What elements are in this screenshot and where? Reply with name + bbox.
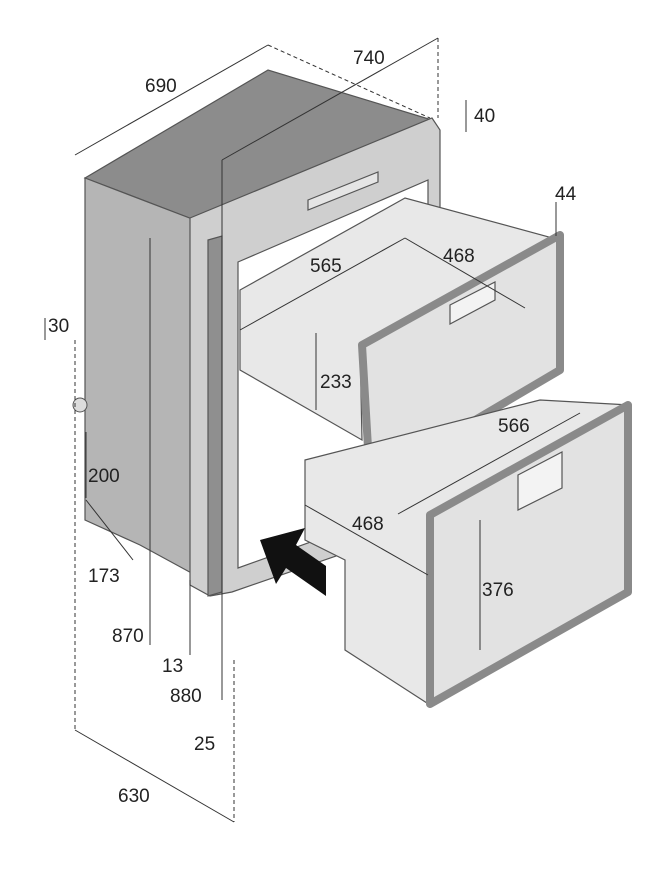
dim-depth-bottom: 630 [118,786,150,807]
lower-drawer-handle [517,451,563,511]
upper-drawer-front [358,231,564,486]
dim-body-height: 870 [112,626,144,647]
dim-frame-side: 44 [555,184,577,205]
dim-lower-drawer-width: 468 [352,514,384,535]
dim-lower-drawer-depth: 566 [498,416,530,437]
dimension-lines [44,37,581,823]
upper-drawer-handle [449,281,496,325]
insert-arrow-icon [260,528,326,596]
dim-total-height: 880 [170,686,202,707]
dim-depth-top: 690 [145,76,177,97]
dim-upper-drawer-depth: 565 [310,256,342,277]
dim-frame-top: 40 [474,106,495,127]
dim-width-top: 740 [353,48,385,69]
dim-recess-height: 200 [88,466,120,487]
dim-side-offset: 30 [48,316,69,337]
dim-upper-drawer-width: 468 [443,246,475,267]
dim-recess-depth: 173 [88,566,120,587]
dim-frame-offset: 13 [162,656,183,677]
dim-bottom-offset: 25 [194,734,215,755]
frame-left-strip [207,235,223,597]
connector-knob [72,397,88,413]
cabinet-side [84,177,209,584]
dim-upper-drawer-height: 233 [320,372,352,393]
frame-vent [307,171,379,211]
dim-lower-drawer-height: 376 [482,580,514,601]
